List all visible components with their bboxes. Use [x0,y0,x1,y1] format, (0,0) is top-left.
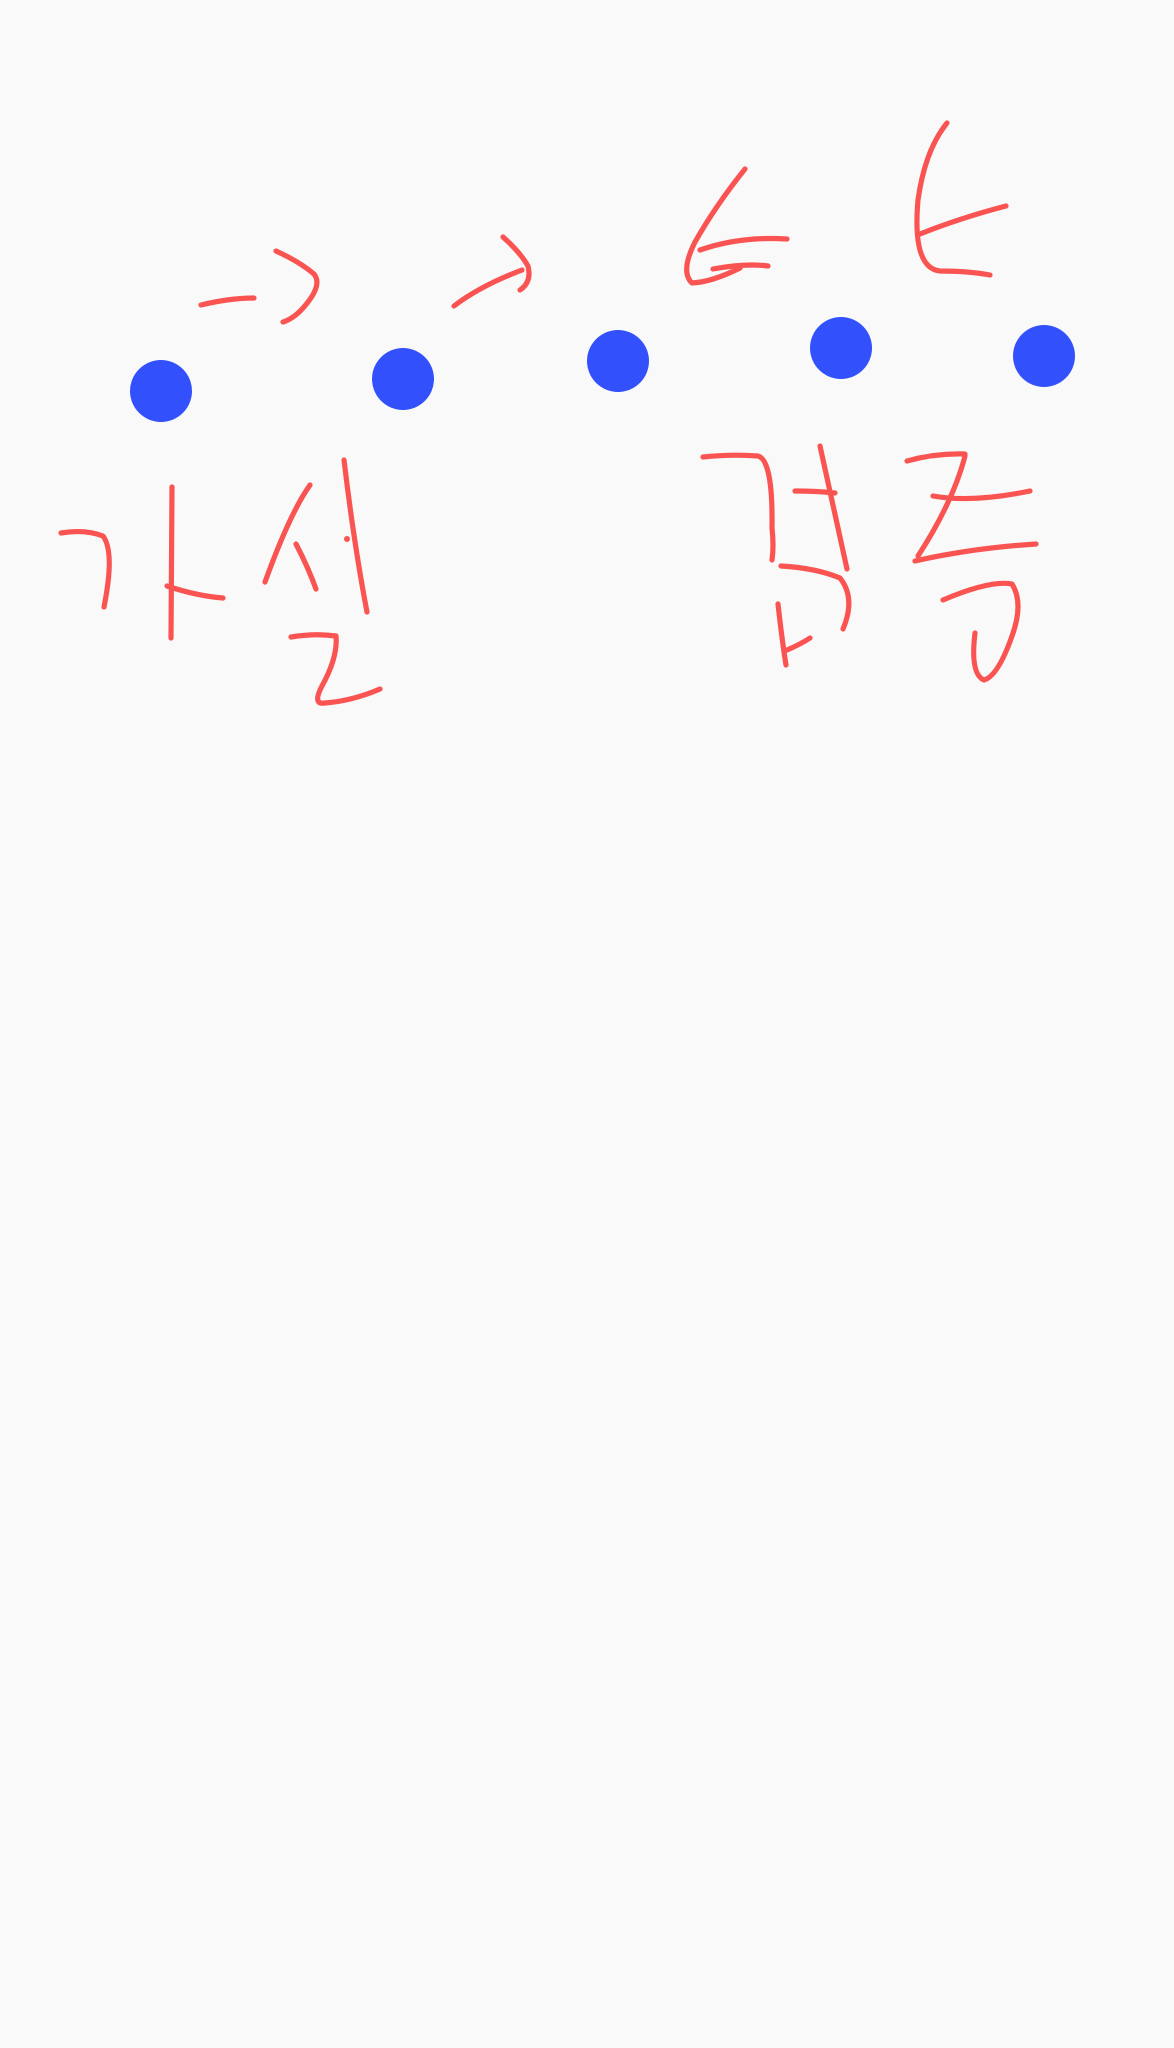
arrow-right-2 [451,234,532,309]
hypothesis-text: 가설 [130,460,351,599]
dot-1 [130,360,192,422]
arrow-right-1 [198,248,320,325]
dot-5 [1013,325,1075,387]
dot-4 [810,317,872,379]
dot-group [130,317,1075,422]
handwriting-layer [58,120,1039,706]
arrow-left-1 [684,166,790,286]
label-verification [700,443,1039,683]
arrow-left-2 [914,120,1009,278]
label-hypothesis [58,457,383,706]
verification-text: 검증 [700,470,921,609]
dot-3 [587,330,649,392]
dot-2 [372,348,434,410]
